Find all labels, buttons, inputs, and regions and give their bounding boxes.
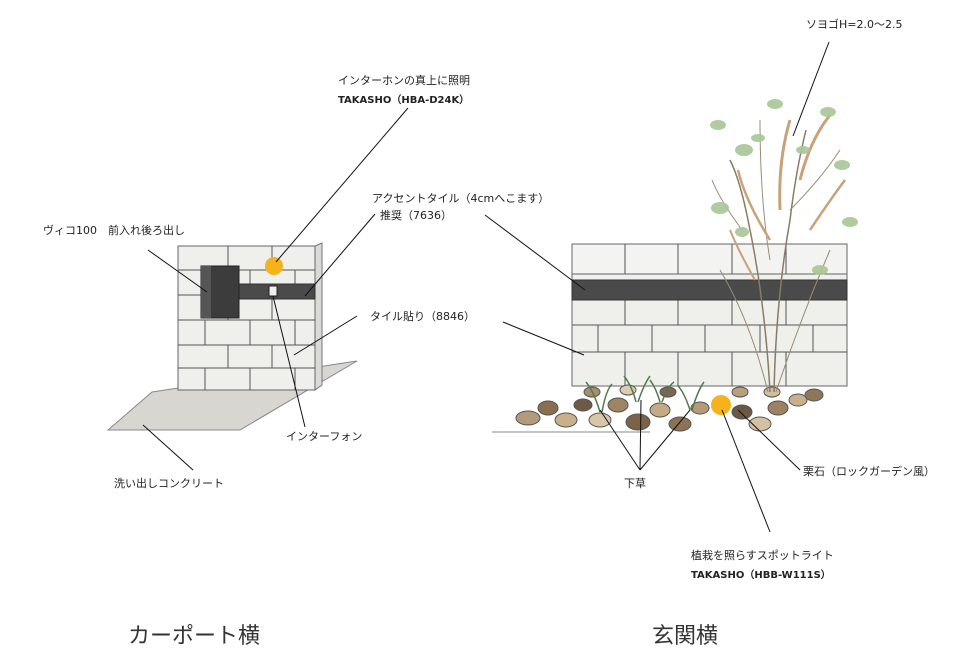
label-kuriishi: 栗石（ロックガーデン風）	[803, 464, 935, 478]
label-sonoyogo: ソヨゴH=2.0〜2.5	[806, 17, 902, 31]
spot-light-right	[711, 395, 731, 415]
label-accent-tile-1: アクセントタイル（4cmへこます）	[372, 192, 549, 205]
label-accent-tile-2: 推奨（7636）	[380, 208, 452, 222]
label-spotlight-1: 植栽を照らすスポットライト	[691, 548, 834, 562]
label-concrete: 洗い出しコンクリート	[114, 476, 224, 490]
caption-carport-side: カーポート横	[128, 624, 260, 649]
wall-light-left	[265, 257, 283, 275]
rock-garden	[492, 384, 824, 433]
leader-lines	[142, 41, 830, 533]
soyogo-tree	[710, 99, 858, 393]
entrance-wall-tile-joints	[572, 244, 847, 386]
label-spotlight-2: TAKASHO（HBB-W111S）	[691, 568, 831, 581]
intercom-device	[268, 285, 278, 297]
entrance-wall-top	[571, 243, 848, 275]
wall-side-face	[314, 242, 323, 391]
label-intercom-light-1: インターホンの真上に照明	[338, 73, 470, 87]
label-intercom-light-2: TAKASHO（HBA-D24K）	[338, 93, 469, 106]
accent-tile-band-right	[571, 279, 848, 301]
ground-cover-plants	[585, 375, 705, 413]
label-intercom: インターフォン	[286, 430, 362, 443]
label-vico: ヴィコ100 前入れ後ろ出し	[43, 223, 185, 237]
label-tile: タイル貼り（8846）	[370, 309, 475, 323]
caption-entrance-side: 玄関横	[652, 624, 718, 649]
label-shitakusa: 下草	[624, 477, 646, 490]
mailbox-side	[201, 266, 211, 318]
